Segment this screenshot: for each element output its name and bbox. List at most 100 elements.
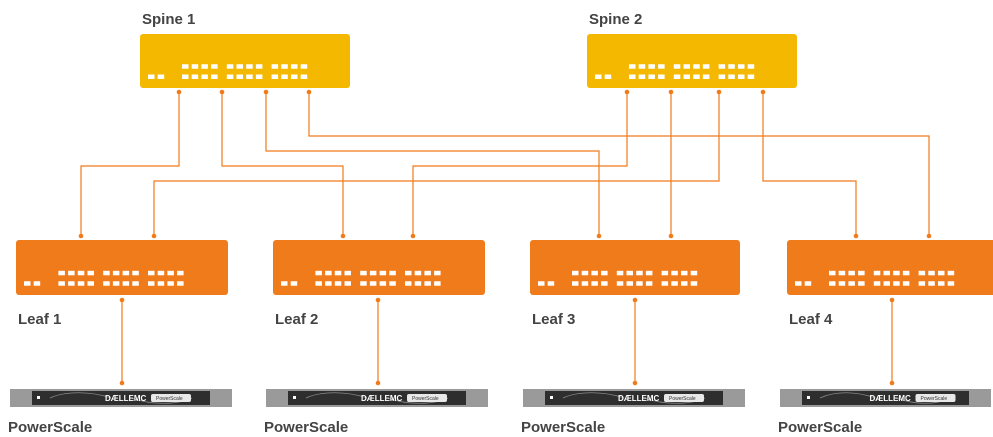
switch-port bbox=[389, 270, 396, 276]
model-badge bbox=[915, 394, 956, 402]
leaf-label: Leaf 2 bbox=[275, 311, 318, 328]
switch-port bbox=[683, 64, 690, 69]
switch-port bbox=[148, 270, 155, 276]
switch-port bbox=[360, 281, 367, 286]
switch-port bbox=[414, 281, 422, 286]
switch-port bbox=[236, 64, 243, 69]
switch-port bbox=[281, 281, 288, 286]
brand-logo: DÆLLEMC bbox=[361, 394, 403, 403]
switch-port bbox=[58, 281, 65, 286]
switch-spine1 bbox=[140, 34, 350, 88]
switch-port bbox=[848, 270, 855, 276]
switch-port bbox=[33, 281, 41, 286]
switch-port bbox=[325, 270, 332, 276]
switch-port bbox=[182, 74, 189, 79]
switch-leaf4 bbox=[787, 240, 993, 295]
switch-port bbox=[369, 281, 377, 286]
switch-leaf3 bbox=[530, 240, 740, 295]
link-endpoint bbox=[219, 89, 225, 95]
switch-port bbox=[246, 74, 253, 79]
link-endpoint bbox=[853, 233, 859, 239]
switch-port bbox=[648, 74, 655, 79]
switch-port bbox=[157, 74, 165, 79]
switch-port bbox=[728, 64, 735, 69]
switch-port bbox=[636, 270, 643, 276]
switch-port bbox=[661, 281, 669, 286]
switch-port bbox=[658, 74, 665, 79]
switch-port bbox=[157, 270, 165, 276]
leaf-label: Leaf 4 bbox=[789, 311, 833, 328]
connection-links bbox=[78, 89, 932, 386]
switch-port bbox=[360, 270, 367, 276]
switch-port bbox=[638, 64, 646, 69]
switch-port bbox=[702, 74, 710, 79]
switch-port bbox=[132, 281, 139, 286]
switch-port bbox=[883, 270, 890, 276]
switch-port bbox=[300, 64, 308, 69]
switch-port bbox=[434, 281, 441, 286]
switch-port bbox=[103, 270, 110, 276]
switch-port bbox=[629, 74, 636, 79]
switch-port bbox=[182, 64, 189, 69]
switch-port bbox=[658, 64, 665, 69]
switch-port bbox=[148, 74, 155, 79]
switch-body bbox=[587, 34, 797, 88]
switch-port bbox=[747, 64, 755, 69]
switch-port bbox=[838, 281, 846, 286]
switch-port bbox=[681, 281, 688, 286]
link-endpoint bbox=[410, 233, 416, 239]
switch-port bbox=[315, 270, 322, 276]
leaf-label: Leaf 3 bbox=[532, 311, 575, 328]
switch-port bbox=[918, 270, 926, 276]
switch-port bbox=[728, 74, 735, 79]
switch-port bbox=[271, 74, 279, 79]
switch-body bbox=[787, 240, 993, 295]
switch-port bbox=[191, 64, 199, 69]
switch-port bbox=[226, 74, 234, 79]
powerscale-label: PowerScale bbox=[521, 419, 605, 436]
switch-port bbox=[795, 281, 802, 286]
switch-leaf2 bbox=[273, 240, 485, 295]
switch-port bbox=[414, 270, 422, 276]
switch-port bbox=[389, 281, 396, 286]
switch-port bbox=[683, 74, 690, 79]
link-endpoint bbox=[263, 89, 269, 95]
switch-port bbox=[581, 281, 589, 286]
link-spine2-leaf4 bbox=[762, 92, 857, 236]
spine-label: Spine 2 bbox=[589, 11, 642, 28]
switch-port bbox=[693, 74, 700, 79]
switch-port bbox=[873, 270, 881, 276]
model-badge bbox=[664, 394, 704, 402]
switch-port bbox=[132, 270, 139, 276]
switch-port bbox=[848, 281, 855, 286]
link-endpoint bbox=[624, 89, 630, 95]
switch-port bbox=[918, 281, 926, 286]
link-spine2-leaf1 bbox=[153, 92, 720, 236]
switch-port bbox=[211, 64, 218, 69]
link-spine1-leaf2 bbox=[221, 92, 344, 236]
switch-port bbox=[838, 270, 846, 276]
switch-port bbox=[211, 74, 218, 79]
switch-port bbox=[873, 281, 881, 286]
switch-port bbox=[291, 74, 298, 79]
switch-port bbox=[255, 74, 263, 79]
spine-label: Spine 1 bbox=[142, 11, 195, 28]
switch-port bbox=[405, 270, 412, 276]
switch-port bbox=[177, 270, 184, 276]
leaf-label: Leaf 1 bbox=[18, 311, 61, 328]
switch-port bbox=[24, 281, 31, 286]
switch-port bbox=[591, 270, 598, 276]
switch-port bbox=[693, 64, 700, 69]
switch-port bbox=[616, 281, 624, 286]
power-led bbox=[550, 396, 553, 399]
switch-port bbox=[87, 281, 94, 286]
switch-port bbox=[424, 270, 431, 276]
switches bbox=[16, 34, 993, 295]
switch-port bbox=[581, 270, 589, 276]
link-endpoint bbox=[119, 380, 125, 386]
switch-port bbox=[167, 281, 174, 286]
switch-port bbox=[718, 64, 726, 69]
link-endpoint bbox=[596, 233, 602, 239]
